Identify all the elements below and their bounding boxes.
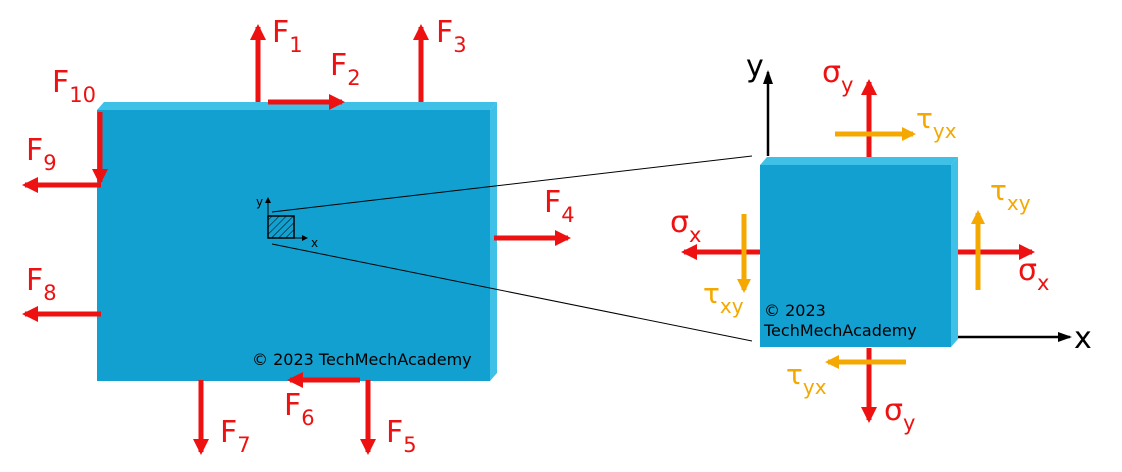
sigma-y-top-label: σy — [822, 55, 853, 97]
f2-label: F2 — [330, 48, 361, 90]
f10-label: F10 — [52, 65, 96, 107]
element-top-edge — [760, 157, 958, 165]
tau-xy-right-label: τxy — [990, 174, 1031, 215]
f6-label: F6 — [284, 388, 315, 430]
main-body-top-edge — [97, 102, 497, 110]
copyright-element-line2: TechMechAcademy — [763, 321, 917, 340]
small-x-label: x — [311, 236, 318, 250]
sigma-y-bottom-label: σy — [884, 393, 915, 435]
element-face — [760, 165, 951, 347]
element-y-label: y — [746, 49, 764, 84]
main-body — [97, 102, 497, 381]
hatched-square — [267, 215, 295, 239]
small-y-label: y — [256, 195, 263, 209]
zoom-line-top — [271, 155, 753, 213]
zoom-line-bottom — [271, 243, 753, 342]
sigma-x-left-label: σx — [670, 205, 701, 247]
main-body-side-edge — [490, 102, 497, 381]
f4-label: F4 — [544, 185, 575, 227]
tau-xy-left-label: τxy — [703, 277, 744, 318]
element-side-edge — [951, 157, 958, 347]
tau-yx-bottom-label: τyx — [786, 358, 827, 399]
f7-label: F7 — [220, 415, 251, 457]
force-labels: F1 F2 F3 F4 F5 F6 F7 F8 F9 F10 — [26, 15, 575, 457]
main-body-face — [97, 110, 490, 381]
force-arrows — [22, 24, 571, 455]
small-element: y x — [256, 195, 318, 250]
f8-label: F8 — [26, 263, 57, 305]
element-x-label: x — [1074, 321, 1092, 356]
stress-labels: σy σy σx σx τyx τyx τxy τxy — [670, 55, 1049, 435]
stress-element — [760, 157, 958, 347]
f1-label: F1 — [272, 15, 303, 57]
f3-label: F3 — [436, 15, 467, 57]
copyright-body: © 2023 TechMechAcademy — [252, 350, 472, 369]
sigma-x-right-label: σx — [1018, 253, 1049, 295]
f5-label: F5 — [386, 415, 417, 457]
copyright-element-line1: © 2023 — [764, 301, 826, 320]
shear-stress-arrows — [737, 127, 985, 369]
tau-yx-top-label: τyx — [916, 102, 957, 143]
f9-label: F9 — [26, 133, 57, 175]
